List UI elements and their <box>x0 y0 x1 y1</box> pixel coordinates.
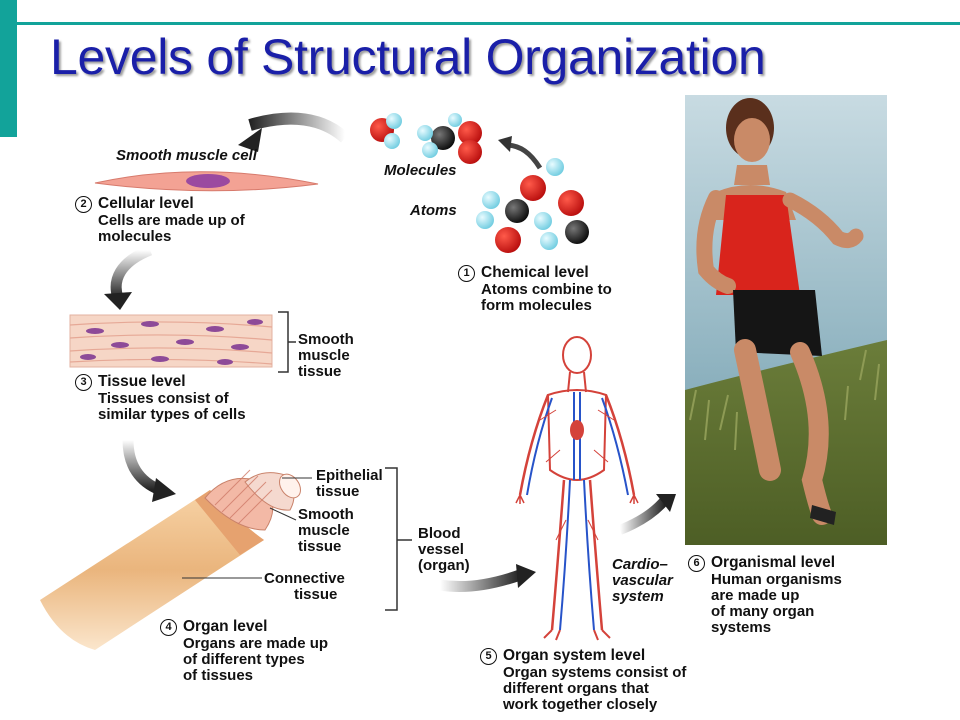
arrow-molecules-to-cell <box>238 112 350 152</box>
accent-line <box>17 22 960 25</box>
level-number-badge: 5 <box>480 648 497 665</box>
smooth-muscle-tissue-2-label: Smooth muscle tissue <box>298 506 354 555</box>
molecules-illustration <box>370 113 482 164</box>
runner-photo <box>685 95 887 545</box>
smooth-muscle-cell-label: Smooth muscle cell <box>116 147 257 164</box>
atoms-label: Atoms <box>410 202 457 219</box>
epithelial-tissue-label: Epithelial tissue <box>316 467 383 500</box>
connective-tissue-label: Connective tissue <box>264 570 345 603</box>
smooth-muscle-tissue-illustration <box>69 311 296 373</box>
arrow-system-to-organism <box>618 494 676 535</box>
level-number-badge: 3 <box>75 374 92 391</box>
cardiovascular-system-label: Cardio– vascular system <box>612 556 673 605</box>
molecules-label: Molecules <box>384 162 457 179</box>
smooth-muscle-tissue-label: Smooth muscle tissue <box>298 331 354 380</box>
blood-vessel-label: Blood vessel (organ) <box>418 525 470 574</box>
arrow-atoms-to-molecules <box>498 136 543 170</box>
level-number-badge: 6 <box>688 555 705 572</box>
cardiovascular-system-illustration <box>515 336 639 641</box>
level-heading: Cellular level <box>98 195 194 212</box>
accent-bar <box>0 0 17 137</box>
level-heading: Chemical level <box>481 264 589 281</box>
level-heading: Organismal level <box>711 554 836 571</box>
level-heading: Tissue level <box>98 373 186 390</box>
level-heading: Organ system level <box>503 647 646 664</box>
level-number-badge: 2 <box>75 196 92 213</box>
page-title: Levels of Structural Organization <box>50 29 766 85</box>
arrow-tissue-to-organ <box>122 439 176 502</box>
atoms-illustration <box>476 158 589 253</box>
level-heading: Organ level <box>183 618 268 635</box>
level-number-badge: 1 <box>458 265 475 282</box>
level-number-badge: 4 <box>160 619 177 636</box>
arrow-cell-to-tissue <box>104 244 153 310</box>
blood-vessel-illustration <box>40 467 412 650</box>
smooth-muscle-cell-illustration <box>94 171 319 192</box>
arrow-organ-to-system <box>439 564 536 593</box>
